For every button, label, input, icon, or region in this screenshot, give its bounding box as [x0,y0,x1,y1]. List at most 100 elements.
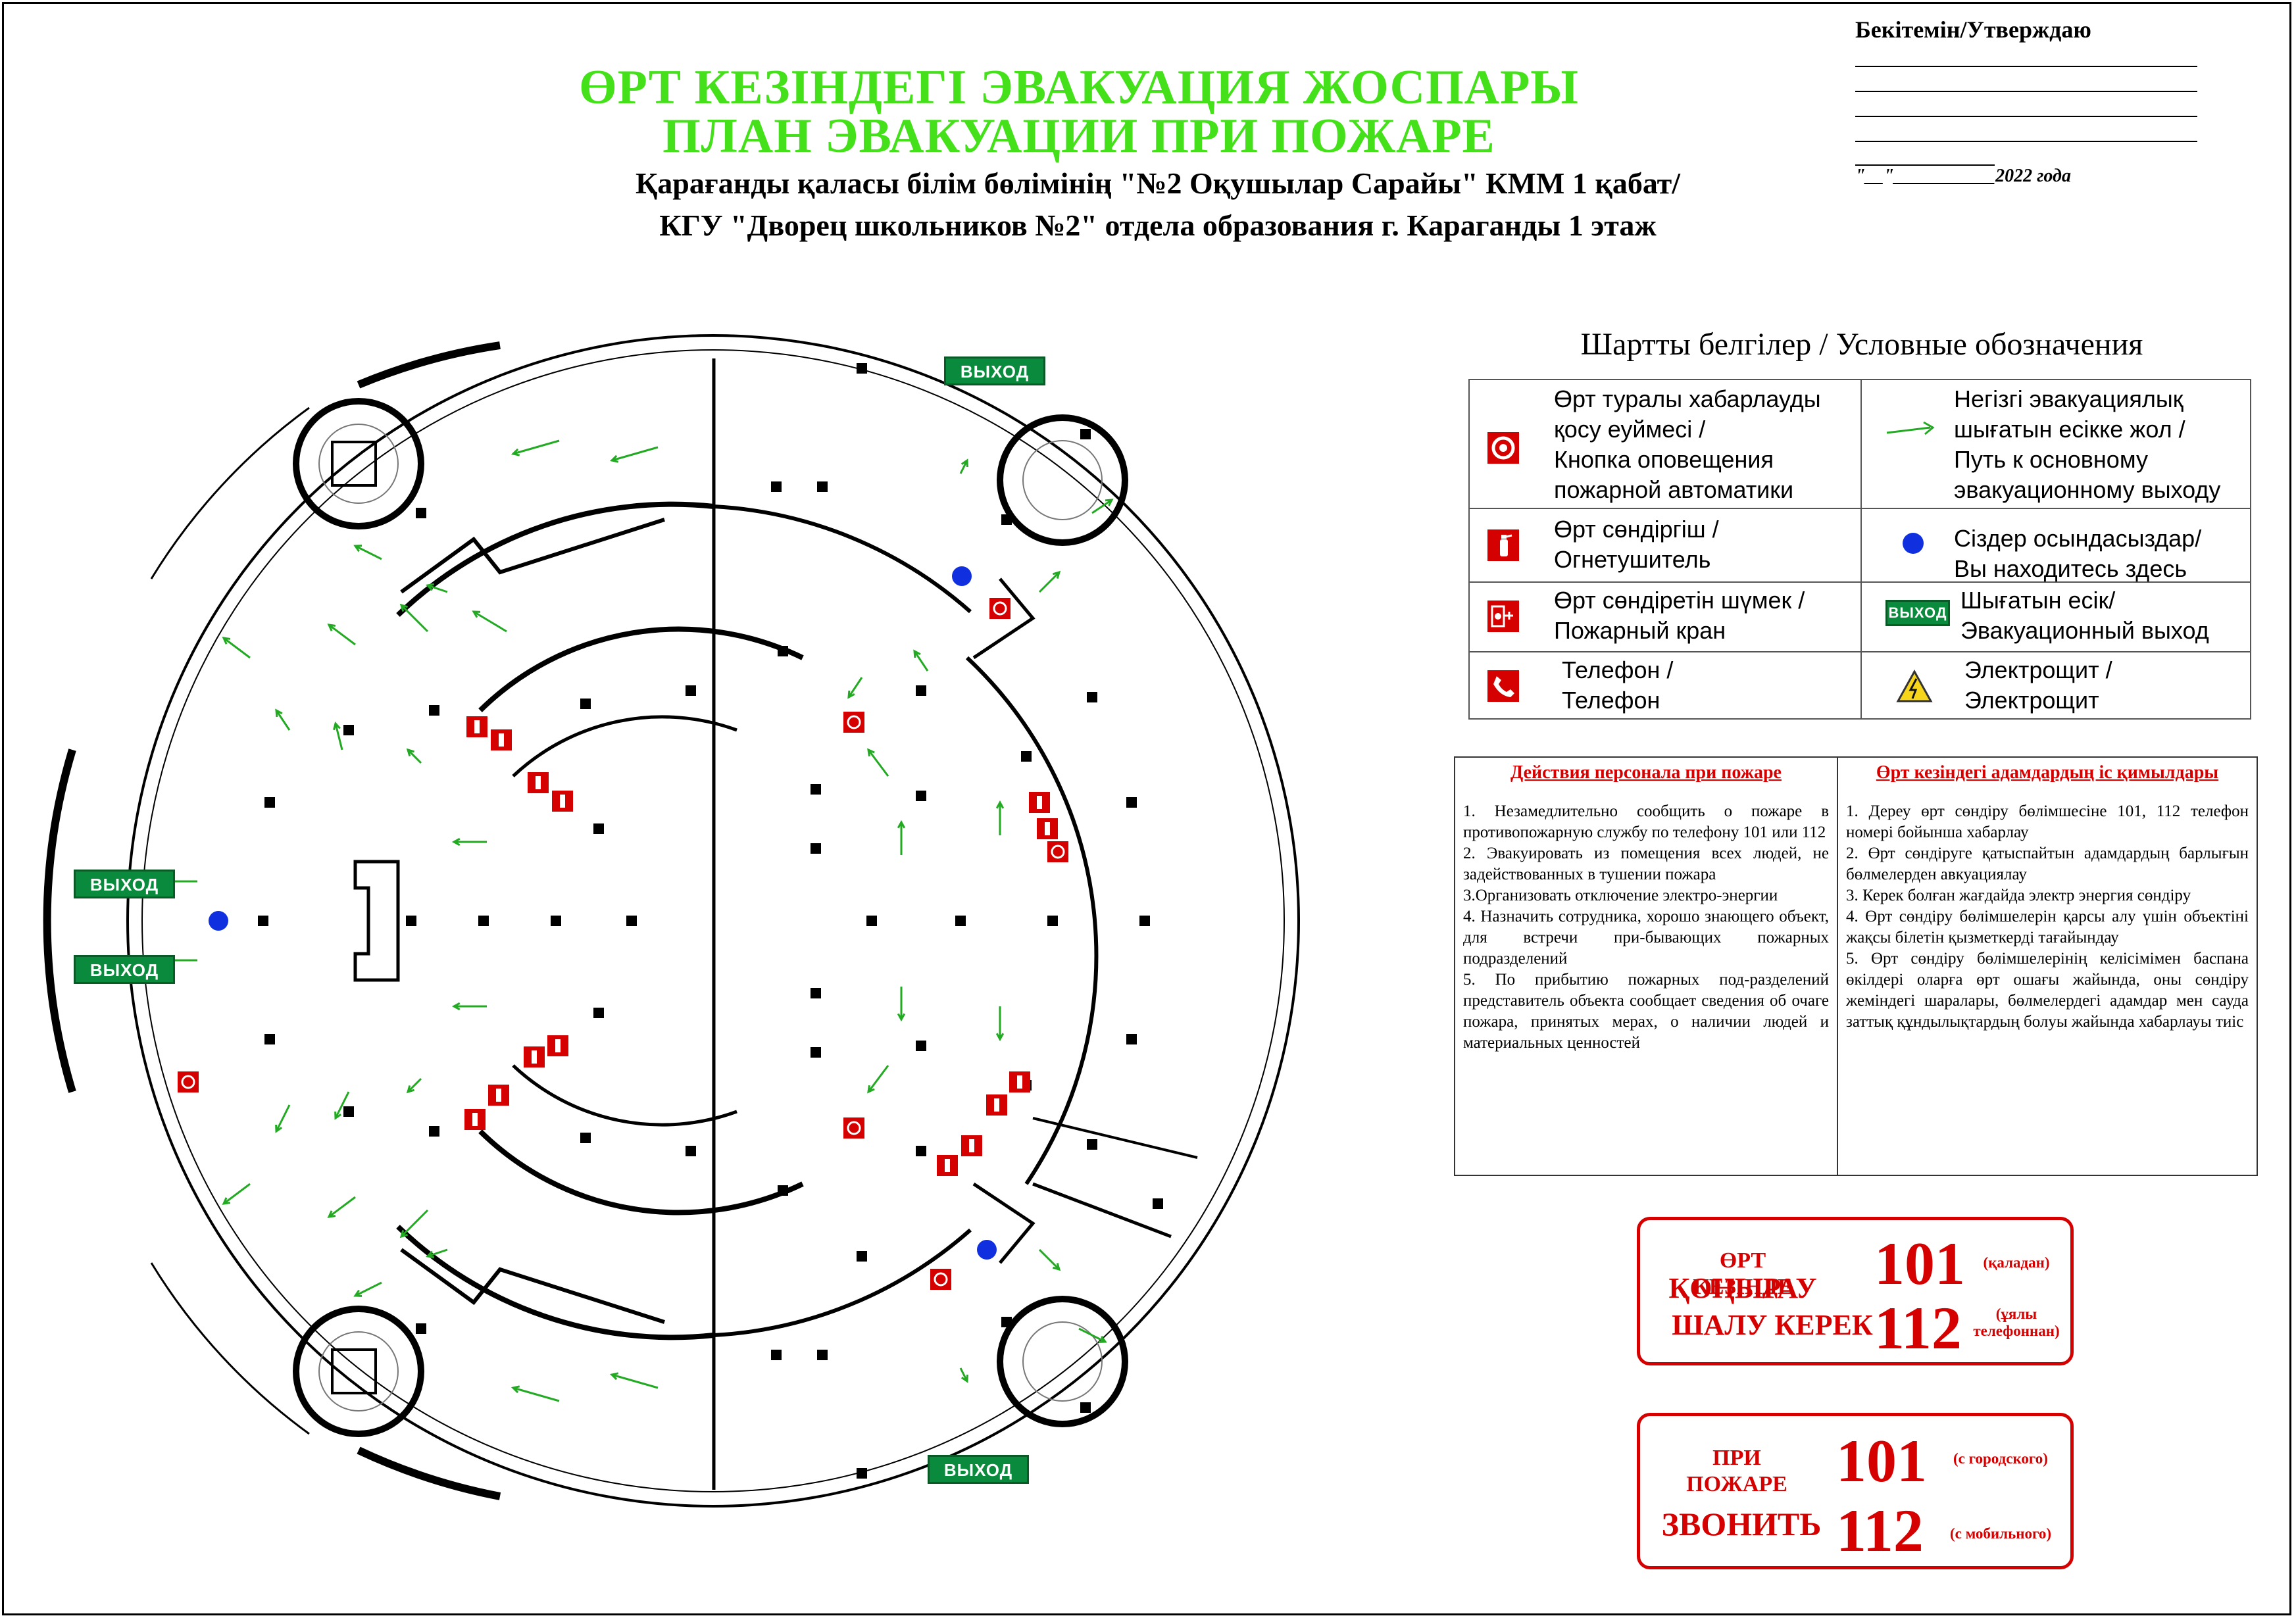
telephone-icon [1487,670,1519,702]
evacuation-arrow [1038,1248,1061,1271]
evacuation-arrowhead [333,721,341,731]
column-marker [817,1350,828,1360]
column-marker [1001,1317,1012,1327]
corridor-wall [713,504,972,614]
legend-divider [1862,651,2251,652]
fire-alarm-button-icon [181,1075,195,1089]
exterior-stair [357,1446,501,1500]
legend-text-extinguisher: Өрт сөндіргіш / Огнетушитель [1554,516,1719,573]
column-marker [1153,1198,1163,1209]
evacuation-arrowhead [451,1002,461,1011]
evacuation-arrow [407,1077,422,1093]
emergency-call-box-kazakh: ӨРТ КЕЗІНДЕ ҚОҢЫРАУ ШАЛУ КЕРЕК 101 (қала… [1637,1217,2074,1365]
evacuation-arrow [427,584,448,593]
exterior-stair [43,749,76,1093]
number-note: (с городского) [1953,1450,2048,1467]
room-wall [400,1248,665,1324]
fire-alarm-button-icon [993,601,1007,616]
outer-wall-inner [141,349,1285,1492]
column-marker [916,1146,926,1156]
column-marker [1087,692,1097,702]
fire-extinguisher-icon [536,776,541,789]
legend-text-route: Негізгі эвакуациялық шығатын есікке жол … [1954,385,2221,503]
column-marker [343,1106,354,1117]
evacuation-arrow [512,1387,560,1402]
fire-alarm-button-icon [1487,432,1519,464]
call-line: ӨРТ КЕЗІНДЕ [1693,1248,1793,1299]
column-marker [811,1047,821,1058]
column-marker [771,1350,782,1360]
column-marker [1080,429,1091,439]
evacuation-arrowhead [451,837,461,847]
evacuation-arrowhead [334,1111,342,1120]
evacuation-arrowhead [472,610,481,618]
action-item: 2. Эвакуировать из помещения всех людей,… [1463,845,1829,883]
number-note: (ұялы телефоннан) [1973,1306,2060,1339]
approval-line [1855,141,2197,142]
column-marker [264,1034,275,1044]
evacuation-arrow [959,460,968,474]
column-marker [686,1146,696,1156]
evacuation-arrowhead [222,1197,231,1205]
evacuation-arrow [275,1104,291,1132]
evacuation-arrowhead [399,603,409,612]
evacuation-arrowhead [406,1085,415,1094]
stair-tower [293,398,424,529]
evacuation-arrow [407,749,422,764]
column-marker [580,1133,591,1143]
evacuation-arrow [427,1248,448,1258]
emergency-call-box-russian: ПРИ ПОЖАРЕ ЗВОНИТЬ 101 (с городского) 11… [1637,1413,2074,1569]
column-marker [916,685,926,696]
evacuation-arrow [1091,499,1112,514]
column-marker [811,843,821,854]
approval-line [1855,164,1995,166]
evacuation-arrowhead [327,624,336,631]
legend: Өрт туралы хабарлауды қосу еуймесі / Кно… [1468,379,2251,720]
fire-alarm-button-icon [843,712,864,733]
approval-line [1855,116,2197,117]
evacuation-arrowhead [1098,1335,1107,1343]
action-item: 5. По прибытию пожарных под-разделений п… [1463,971,1829,1052]
action-item: 3. Керек болған жағдайда электр энергия … [1846,887,2191,904]
evacuation-arrow [400,1209,429,1238]
stair-tower [293,1306,424,1437]
call-line: ШАЛУ КЕРЕК [1672,1309,1873,1341]
column-marker [778,1185,788,1196]
evacuation-arrow [223,637,251,659]
actions-kazakh: Өрт кезіндегі адамдардың іс қимылдары 1.… [1838,758,2257,1175]
stair-tower-inner [1022,440,1103,520]
call-line: ПРИ [1712,1446,1761,1470]
evacuation-arrowhead [897,820,906,829]
corridor-wall [396,1225,714,1340]
column-marker [955,916,966,926]
you-are-here-icon [977,1240,997,1260]
fire-alarm-button-icon [1047,841,1068,862]
evacuation-arrow [1078,1327,1106,1343]
fire-alarm-button-icon [989,598,1011,619]
emergency-number: 112 [1874,1294,1962,1362]
evacuation-arrow [334,723,343,750]
column-marker [916,791,926,801]
column-marker [264,797,275,808]
evacuation-arrowhead [399,1229,409,1239]
column-marker [593,1008,604,1018]
stair-tower-inner [318,424,399,504]
action-item: 4. Өрт сөндіру бөлімшелерін қарсы алу үш… [1846,908,2249,946]
you-are-here-icon [209,911,228,931]
evacuation-arrow [334,1091,350,1119]
evacuation-arrowhead [961,458,968,468]
fire-hydrant-icon [1487,601,1519,632]
exit-door-icon: ВЫХОД [1885,600,1950,626]
column-marker [416,508,426,518]
evacuation-arrowhead [995,800,1005,809]
legend-divider [1470,581,1860,583]
fire-alarm-button-icon [178,1071,199,1092]
exterior-stair [357,341,501,389]
column-marker [811,784,821,795]
column-marker [771,481,782,492]
subtitle-kazakh: Қарағанды қаласы білім бөлімінің "№2 Оқу… [635,166,1681,200]
title-russian: ПЛАН ЭВАКУАЦИИ ПРИ ПОЖАРЕ [662,109,1495,163]
column-marker [817,481,828,492]
